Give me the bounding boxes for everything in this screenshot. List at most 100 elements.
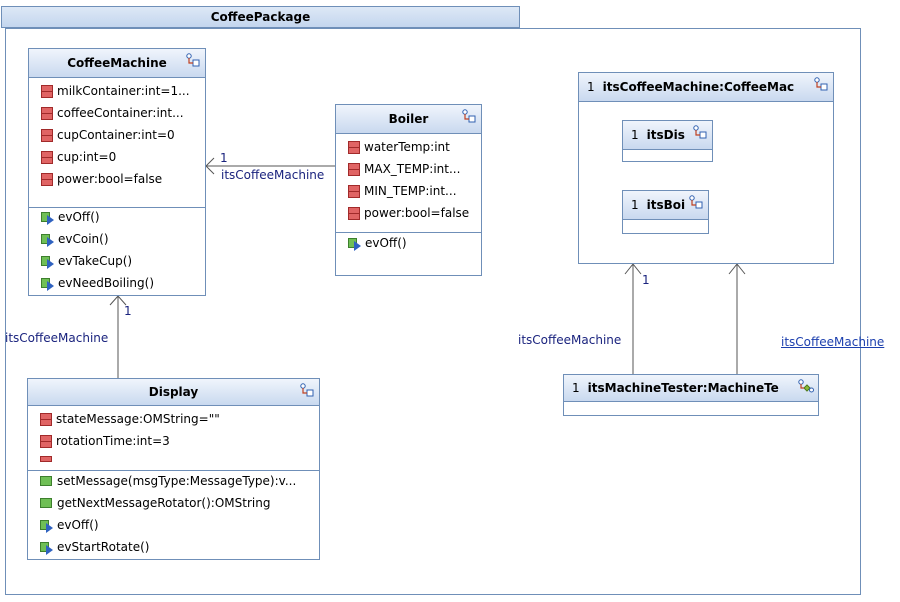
instance-name: itsBoi xyxy=(646,198,686,212)
operation-icon xyxy=(40,497,54,510)
operation-icon xyxy=(40,475,54,488)
class-diagram-icon[interactable] xyxy=(299,383,315,397)
attribute-icon xyxy=(41,106,53,120)
operation-label: evOff() xyxy=(57,518,99,532)
attribute-label: MIN_TEMP:int... xyxy=(364,184,457,198)
operations-section: setMessage(msgType:MessageType):v... get… xyxy=(28,467,319,562)
multiplicity-label: 1 xyxy=(124,304,132,318)
instance-its-coffee-machine[interactable]: 1 itsCoffeeMachine:CoffeeMac 1 itsDis 1 … xyxy=(578,72,834,264)
display-cm-arrowhead xyxy=(109,295,127,306)
instance-header: 1 itsBoi xyxy=(623,191,708,220)
instance-multiplicity: 1 xyxy=(631,198,639,212)
class-display[interactable]: Display stateMessage:OMString="" rotatio… xyxy=(27,378,320,560)
attribute-icon xyxy=(41,150,53,164)
attribute-item[interactable]: waterTemp:int xyxy=(336,136,481,158)
instance-header: 1 itsDis xyxy=(623,121,712,150)
event-icon xyxy=(41,211,55,225)
role-label[interactable]: itsCoffeeMachine xyxy=(221,168,325,182)
class-boiler[interactable]: Boiler waterTemp:int MAX_TEMP:int... MIN… xyxy=(335,104,482,276)
class-name: CoffeeMachine xyxy=(67,56,167,70)
attribute-icon xyxy=(348,140,360,154)
tester-diagram-icon[interactable] xyxy=(798,379,814,393)
attribute-label: power:bool=false xyxy=(57,172,163,186)
operation-label: setMessage(msgType:MessageType):v... xyxy=(57,474,297,488)
operation-item[interactable]: evNeedBoiling() xyxy=(29,272,205,294)
attributes-section: waterTemp:int MAX_TEMP:int... MIN_TEMP:i… xyxy=(336,133,481,233)
attribute-icon xyxy=(40,434,52,448)
instance-header: 1 itsMachineTester:MachineTe xyxy=(564,375,818,402)
attributes-section: milkContainer:int=1... coffeeContainer:i… xyxy=(29,77,205,208)
operation-item[interactable]: evOff() xyxy=(29,206,205,228)
instance-header: 1 itsCoffeeMachine:CoffeeMac xyxy=(579,73,833,102)
package-tab[interactable]: CoffeePackage xyxy=(1,6,520,28)
role-label-link[interactable]: itsCoffeeMachine xyxy=(781,335,885,349)
attribute-icon xyxy=(41,128,53,142)
attribute-item[interactable]: MIN_TEMP:int... xyxy=(336,180,481,202)
operation-item[interactable]: evOff() xyxy=(28,514,319,536)
attribute-label: waterTemp:int xyxy=(364,140,450,154)
attribute-item[interactable]: power:bool=false xyxy=(29,168,205,190)
instance-its-machine-tester[interactable]: 1 itsMachineTester:MachineTe xyxy=(563,374,819,416)
class-name: Boiler xyxy=(388,112,429,126)
class-diagram-icon[interactable] xyxy=(185,53,201,67)
attribute-label: milkContainer:int=1... xyxy=(57,84,190,98)
class-diagram-icon[interactable] xyxy=(692,125,708,139)
operations-section: evOff() evCoin() evTakeCup() evNeedBoili… xyxy=(29,204,205,297)
class-diagram-icon[interactable] xyxy=(813,77,829,91)
operation-item[interactable]: evCoin() xyxy=(29,228,205,250)
event-icon xyxy=(348,237,362,251)
class-name: Display xyxy=(148,385,199,399)
attribute-label: power:bool=false xyxy=(364,206,470,220)
attribute-item[interactable]: cup:int=0 xyxy=(29,146,205,168)
operation-label: evOff() xyxy=(365,236,407,250)
attribute-icon xyxy=(348,184,360,198)
event-icon xyxy=(41,255,55,269)
operation-item[interactable]: evStartRotate() xyxy=(28,536,319,558)
attributes-section: stateMessage:OMString="" rotationTime:in… xyxy=(28,405,319,471)
operation-item[interactable]: evTakeCup() xyxy=(29,250,205,272)
attribute-item[interactable]: MAX_TEMP:int... xyxy=(336,158,481,180)
attribute-label: coffeeContainer:int... xyxy=(57,106,184,120)
class-header: Display xyxy=(28,379,319,406)
attribute-icon xyxy=(348,162,360,176)
event-icon xyxy=(41,233,55,247)
event-icon xyxy=(40,519,54,533)
instance-its-boi[interactable]: 1 itsBoi xyxy=(622,190,709,234)
attribute-icon xyxy=(41,84,53,98)
event-icon xyxy=(41,277,55,291)
attribute-item[interactable]: rotationTime:int=3 xyxy=(28,430,319,452)
class-header: CoffeeMachine xyxy=(29,49,205,78)
class-diagram-icon[interactable] xyxy=(461,109,477,123)
role-label[interactable]: itsCoffeeMachine xyxy=(5,331,109,345)
instance-its-dis[interactable]: 1 itsDis xyxy=(622,120,713,162)
operation-label: evTakeCup() xyxy=(58,254,133,268)
attribute-item[interactable]: milkContainer:int=1... xyxy=(29,80,205,102)
operation-item[interactable]: setMessage(msgType:MessageType):v... xyxy=(28,470,319,492)
multiplicity-label: 1 xyxy=(642,273,650,287)
attribute-label: cupContainer:int=0 xyxy=(57,128,175,142)
attribute-item[interactable]: power:bool=false xyxy=(336,202,481,224)
attribute-icon xyxy=(40,456,52,462)
operation-item[interactable]: evOff() xyxy=(336,232,481,254)
operation-label: evStartRotate() xyxy=(57,540,150,554)
event-icon xyxy=(40,541,54,555)
multiplicity-label: 1 xyxy=(220,151,228,165)
attribute-icon xyxy=(41,172,53,186)
attribute-item-clipped xyxy=(28,452,319,466)
instance-name: itsDis xyxy=(646,128,685,142)
operation-item[interactable]: getNextMessageRotator():OMString xyxy=(28,492,319,514)
attribute-icon xyxy=(40,412,52,426)
class-diagram-icon[interactable] xyxy=(688,195,704,209)
class-header: Boiler xyxy=(336,105,481,134)
instance-multiplicity: 1 xyxy=(631,128,639,142)
operation-label: getNextMessageRotator():OMString xyxy=(57,496,271,510)
package-name: CoffeePackage xyxy=(210,10,311,24)
attribute-item[interactable]: coffeeContainer:int... xyxy=(29,102,205,124)
attribute-item[interactable]: stateMessage:OMString="" xyxy=(28,408,319,430)
role-label[interactable]: itsCoffeeMachine xyxy=(518,333,622,347)
attribute-label: cup:int=0 xyxy=(57,150,117,164)
attribute-item[interactable]: cupContainer:int=0 xyxy=(29,124,205,146)
operations-section: evOff() xyxy=(336,229,481,278)
class-coffee-machine[interactable]: CoffeeMachine milkContainer:int=1... cof… xyxy=(28,48,206,296)
